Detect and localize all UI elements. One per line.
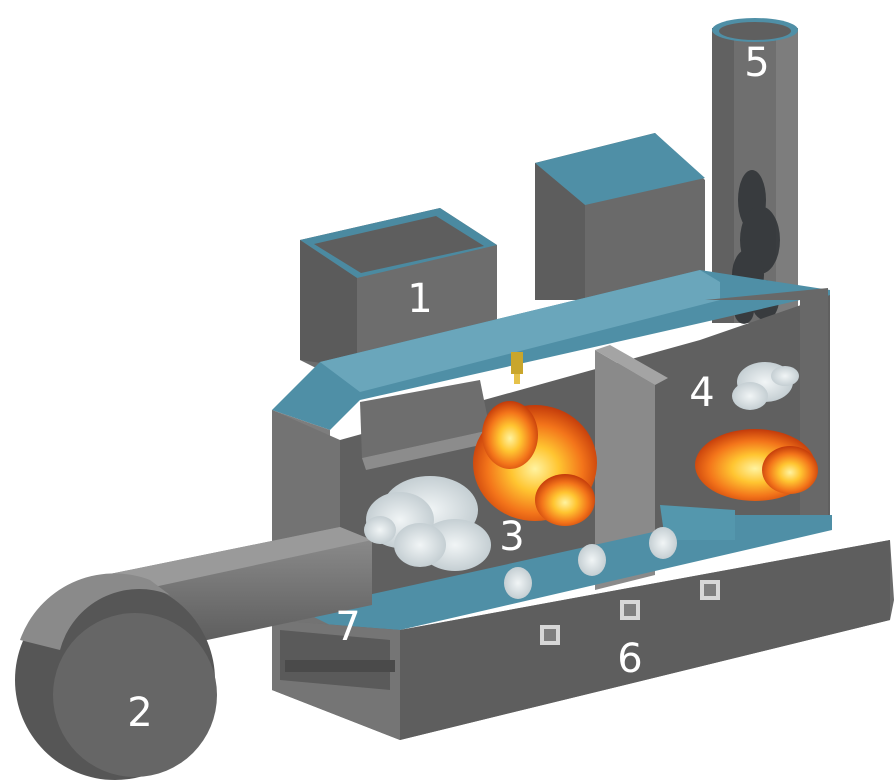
smoke-chamber-4 (732, 362, 799, 410)
label-5: 5 (744, 40, 769, 86)
vent-2 (620, 600, 640, 620)
vent-3 (700, 580, 720, 600)
smoke-main (364, 476, 491, 571)
label-1: 1 (407, 276, 432, 322)
fire-main (473, 401, 597, 526)
label-4: 4 (689, 370, 714, 416)
label-6: 6 (617, 636, 642, 682)
fire-chamber-4 (695, 429, 818, 501)
fan-2 (15, 527, 372, 780)
label-3: 3 (499, 514, 524, 560)
vent-1 (540, 625, 560, 645)
label-2: 2 (127, 690, 152, 736)
air-vents (540, 580, 720, 645)
label-7: 7 (335, 604, 360, 650)
rear-unit (535, 133, 705, 300)
hopper-1 (300, 208, 497, 370)
burner-nozzle (511, 352, 523, 384)
smoke-puffs-floor (504, 527, 677, 599)
